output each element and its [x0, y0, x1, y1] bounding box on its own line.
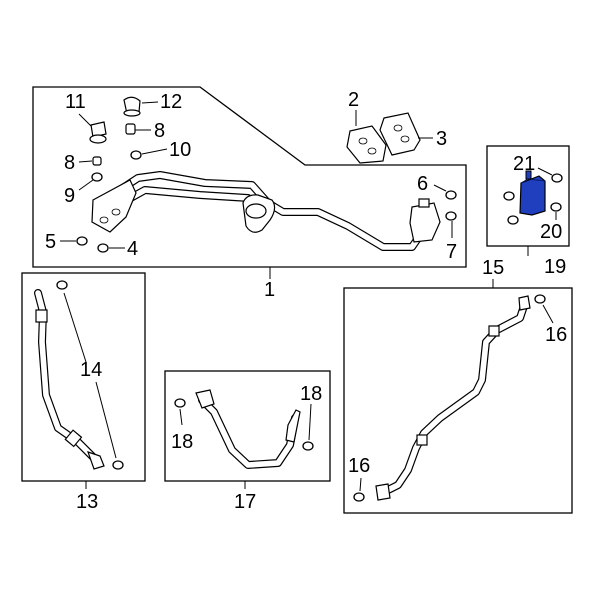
callout-19: 19	[544, 256, 566, 278]
assembly-17-group: 18 18 17	[164, 370, 331, 513]
o-ring-20-right	[550, 202, 562, 212]
o-ring-21-right	[551, 173, 563, 183]
o-ring-7	[445, 211, 457, 221]
o-ring-9	[91, 172, 103, 182]
callout-12: 12	[160, 91, 182, 113]
assembly-17-frame	[164, 370, 331, 482]
line-15-end-fitting	[375, 483, 391, 501]
callout-13: 13	[76, 491, 98, 513]
assembly-1-group: 1 4 5 6 7 8 8 9 10 11 12	[32, 86, 467, 301]
line-17-fitting-left	[195, 389, 215, 409]
callout-16-bottom: 16	[348, 455, 370, 477]
part-2-seal	[346, 125, 387, 164]
callout-21: 21	[513, 153, 535, 175]
callout-15: 15	[482, 257, 504, 279]
callout-7: 7	[446, 241, 457, 263]
callout-9: 9	[64, 185, 75, 207]
callout-2: 2	[348, 89, 359, 111]
assembly-15-group: 16 16 15	[343, 257, 573, 514]
o-ring-14-bottom	[112, 460, 124, 470]
callout-8-side: 8	[64, 152, 75, 174]
service-valve-fitting	[409, 202, 441, 243]
part-11-cap	[90, 121, 107, 138]
callout-20: 20	[540, 221, 562, 243]
expansion-valve	[519, 175, 546, 216]
o-ring-5	[76, 236, 88, 246]
callout-6: 6	[417, 173, 428, 195]
line-13-end-fitting	[87, 451, 105, 470]
callout-4: 4	[127, 238, 138, 260]
callout-18-left: 18	[171, 431, 193, 453]
part-8-schrader-side	[92, 156, 102, 166]
line-15-clip-top	[488, 325, 500, 337]
callout-3: 3	[436, 128, 447, 150]
callout-14: 14	[80, 359, 102, 381]
callout-17: 17	[234, 491, 256, 513]
assembly-13-group: 14 13	[21, 272, 146, 513]
callout-8-top: 8	[154, 120, 165, 142]
gasket-parts-group: 2 3	[346, 89, 447, 164]
o-ring-4	[97, 243, 109, 253]
o-ring-16-top	[534, 294, 546, 304]
line-13-clip-top	[35, 309, 48, 323]
manifold-block	[91, 179, 137, 233]
line-15-top-fitting	[518, 295, 531, 311]
expansion-valve-stud	[525, 170, 532, 180]
o-ring-10	[130, 150, 142, 160]
o-ring-21-left	[503, 191, 515, 201]
o-ring-20-left	[507, 215, 519, 225]
callout-16-top: 16	[545, 324, 567, 346]
assembly-15-frame	[343, 287, 573, 514]
callout-18-right: 18	[300, 383, 322, 405]
o-ring-18-left	[174, 398, 186, 408]
callout-10: 10	[169, 139, 191, 161]
callout-11: 11	[65, 91, 86, 113]
assembly-13-frame	[21, 272, 146, 482]
o-ring-16-bottom	[353, 492, 365, 502]
part-3-gasket	[379, 112, 421, 156]
assembly-19-group: 21 20 19	[486, 145, 570, 278]
o-ring-18-right	[302, 441, 314, 451]
callout-5: 5	[45, 231, 56, 253]
assembly-1-frame	[32, 86, 467, 268]
line-17-fitting-right	[285, 409, 301, 443]
o-ring-6	[445, 190, 457, 200]
callout-1: 1	[264, 279, 275, 301]
o-ring-14-top	[56, 280, 68, 290]
part-8-schrader-top	[125, 123, 136, 135]
line-15-clip-lower	[416, 434, 428, 446]
line-15-hose	[380, 299, 529, 496]
line-13-clip-lower	[64, 429, 83, 448]
